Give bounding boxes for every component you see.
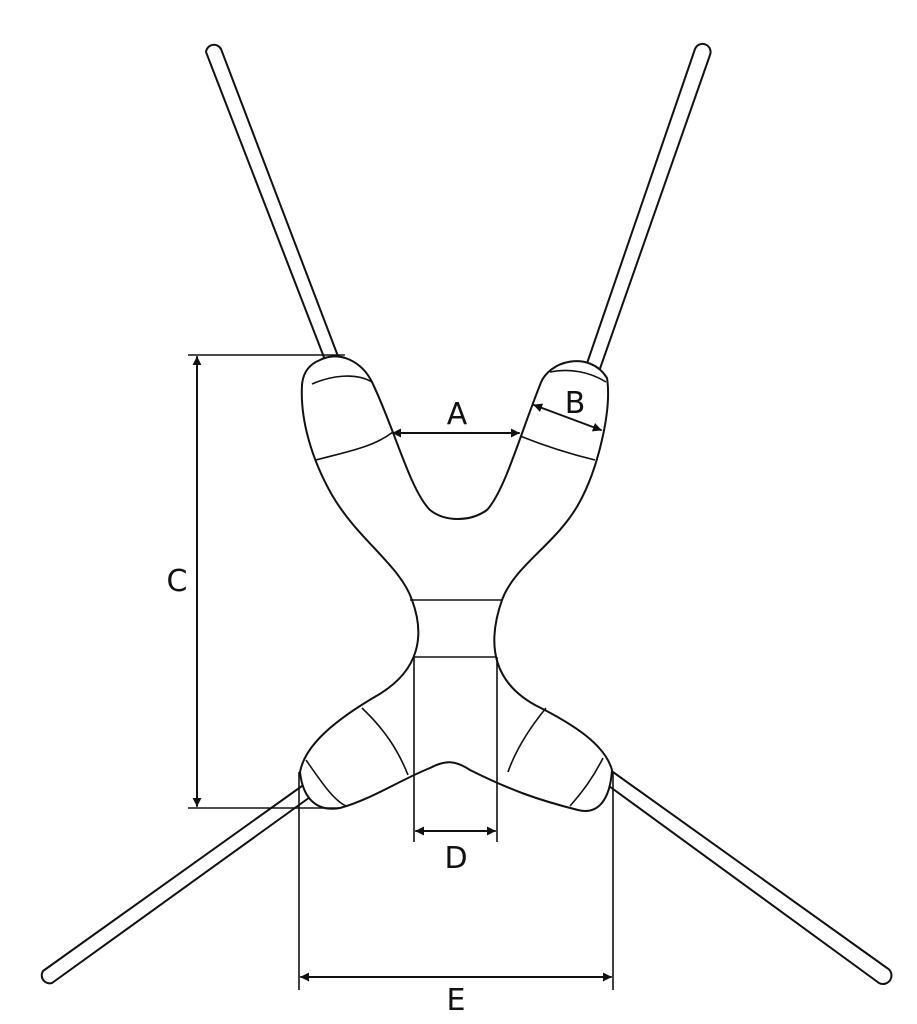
rod-top-right — [582, 42, 712, 381]
segment-lines — [305, 369, 607, 807]
dimension-a: A — [392, 397, 520, 438]
dimension-c: C — [167, 354, 345, 809]
label-e: E — [447, 983, 466, 1018]
dimension-b-arrow — [533, 403, 602, 432]
rod-top-left — [205, 43, 345, 379]
label-a: A — [447, 397, 468, 432]
dimension-d: D — [413, 657, 498, 876]
rod-bottom-left — [40, 775, 325, 985]
clamp-body — [299, 355, 613, 812]
dimension-e: E — [298, 772, 614, 1018]
rods — [40, 42, 893, 985]
dimension-b: B — [533, 386, 602, 432]
label-c: C — [167, 564, 188, 599]
rod-bottom-right — [597, 766, 893, 985]
label-d: D — [444, 841, 467, 876]
label-b: B — [565, 386, 586, 421]
